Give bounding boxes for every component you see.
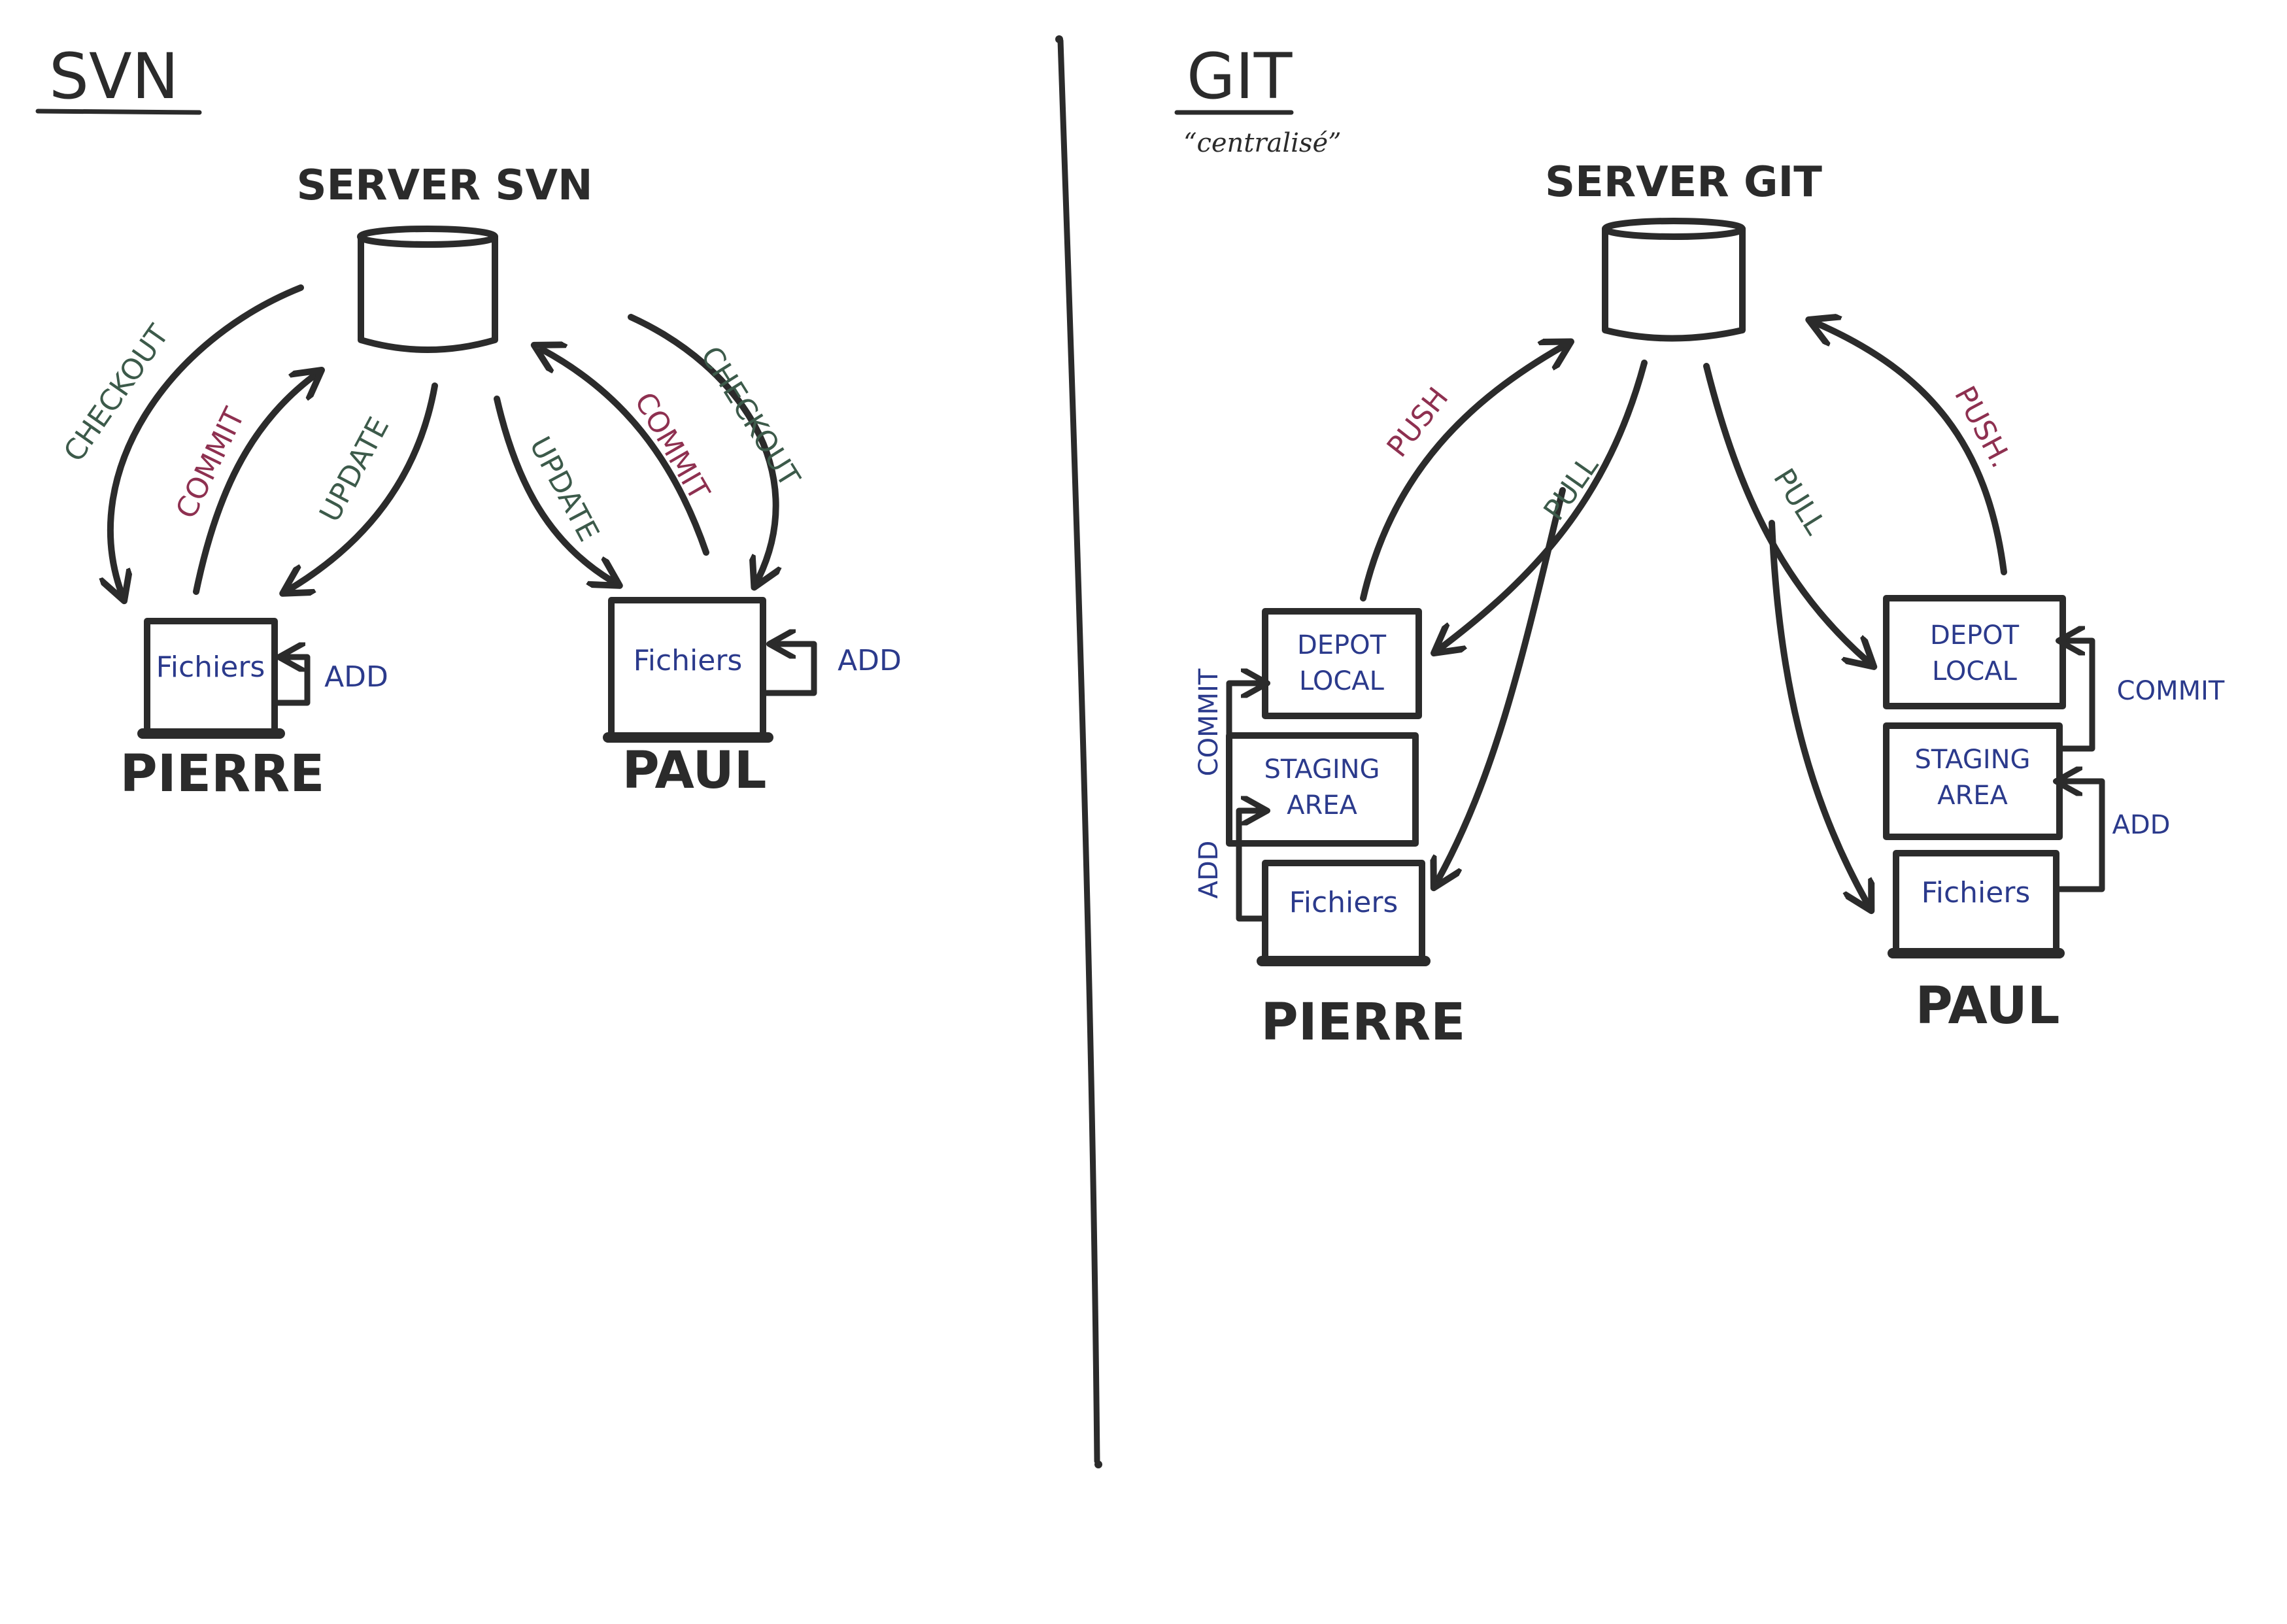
svn-paul-checkout-label: CHECKOUT <box>694 341 806 493</box>
git-pierre-depot-line1: DEPOT <box>1297 630 1387 660</box>
divider-dot-bottom <box>1094 1461 1102 1468</box>
git-paul-commit-label: COMMIT <box>2117 676 2225 706</box>
svn-paul-add-label: ADD <box>838 644 902 677</box>
svn-pierre-name: PIERRE <box>120 745 325 804</box>
svn-paul-files-box: Fichiers <box>603 597 773 743</box>
git-pierre-name: PIERRE <box>1261 993 1466 1052</box>
git-paul-pull-branch <box>1769 520 1867 902</box>
git-paul-files-label: Fichiers <box>1922 876 2031 909</box>
git-pierre-depot-box: DEPOT LOCAL <box>1262 608 1422 719</box>
svn-title: SVN <box>49 40 178 113</box>
svn-server-cylinder <box>357 226 498 353</box>
git-title: GIT <box>1187 40 1293 113</box>
svn-paul-update-label: UPDATE <box>523 431 605 547</box>
git-paul-depot-box: DEPOT LOCAL <box>1883 595 2066 709</box>
git-paul-staging-line1: STAGING <box>1914 745 2030 775</box>
git-pierre-depot-line2: LOCAL <box>1299 666 1385 696</box>
git-paul-depot-line2: LOCAL <box>1932 656 2018 686</box>
svn-paul-name: PAUL <box>622 741 766 800</box>
git-pierre-commit-loop <box>1226 683 1259 794</box>
svn-paul-commit-label: COMMIT <box>628 387 716 506</box>
git-pierre-push-label: PUSH <box>1381 381 1455 464</box>
svn-pierre-files-box: Fichiers <box>137 618 285 739</box>
svn-section: SVN SERVER SVN CHECKOUT COMMIT UPDATE UP… <box>35 40 902 804</box>
svn-pierre-add-loop <box>271 657 311 706</box>
git-paul-depot-line1: DEPOT <box>1930 620 2020 651</box>
git-pierre-staging-line2: AREA <box>1287 790 1357 820</box>
git-pierre-staging-line1: STAGING <box>1264 754 1380 785</box>
svn-paul-update-arrow <box>494 396 611 581</box>
svn-pierre-checkout-arrow <box>110 284 304 592</box>
section-divider <box>1057 37 1100 1464</box>
svn-server-label: SERVER SVN <box>296 161 592 210</box>
svn-title-underline <box>35 109 202 115</box>
svn-paul-files-label: Fichiers <box>634 644 743 677</box>
svn-paul-commit-arrow <box>543 350 709 556</box>
svn-pierre-add-label: ADD <box>324 660 388 694</box>
git-paul-staging-box: STAGING AREA <box>1883 722 2063 840</box>
git-pierre-add-label: ADD <box>1194 841 1224 899</box>
git-paul-add-label: ADD <box>2112 810 2171 840</box>
git-paul-name: PAUL <box>1915 977 2059 1036</box>
divider-dot-top <box>1055 35 1063 43</box>
git-paul-pull-arrow <box>1703 363 1867 660</box>
svn-pierre-update-arrow <box>291 382 438 588</box>
svn-paul-checkout-arrow <box>628 314 776 579</box>
git-paul-push-label: PUSH. <box>1948 381 2018 473</box>
git-paul-push-arrow <box>1818 324 2007 575</box>
svn-pierre-files-label: Fichiers <box>156 651 265 684</box>
git-pierre-files-box: Fichiers <box>1257 860 1431 966</box>
svn-paul-add-loop <box>760 644 817 696</box>
git-paul-files-box: Fichiers <box>1888 850 2065 958</box>
git-server-label: SERVER GIT <box>1545 158 1822 207</box>
svn-pierre-commit-arrow <box>193 376 314 595</box>
git-pierre-staging-box: STAGING AREA <box>1226 732 1419 847</box>
git-pierre-commit-label: COMMIT <box>1194 668 1224 776</box>
git-pierre-pull-branch <box>1438 487 1566 879</box>
git-paul-pull-label: PULL <box>1767 463 1833 541</box>
git-pierre-add-loop <box>1236 811 1265 922</box>
git-subtitle: “centralisé” <box>1183 128 1342 158</box>
git-pierre-files-label: Fichiers <box>1289 886 1398 919</box>
git-section: GIT “centralisé” SERVER GIT PUSH PULL PU… <box>1174 40 2225 1052</box>
git-pierre-push-arrow <box>1360 347 1563 601</box>
git-paul-add-loop <box>2056 781 2105 892</box>
git-paul-commit-loop <box>2059 641 2095 752</box>
git-paul-staging-line2: AREA <box>1937 781 2008 811</box>
git-pierre-pull-arrow <box>1442 360 1648 647</box>
git-server-cylinder <box>1602 218 1746 342</box>
